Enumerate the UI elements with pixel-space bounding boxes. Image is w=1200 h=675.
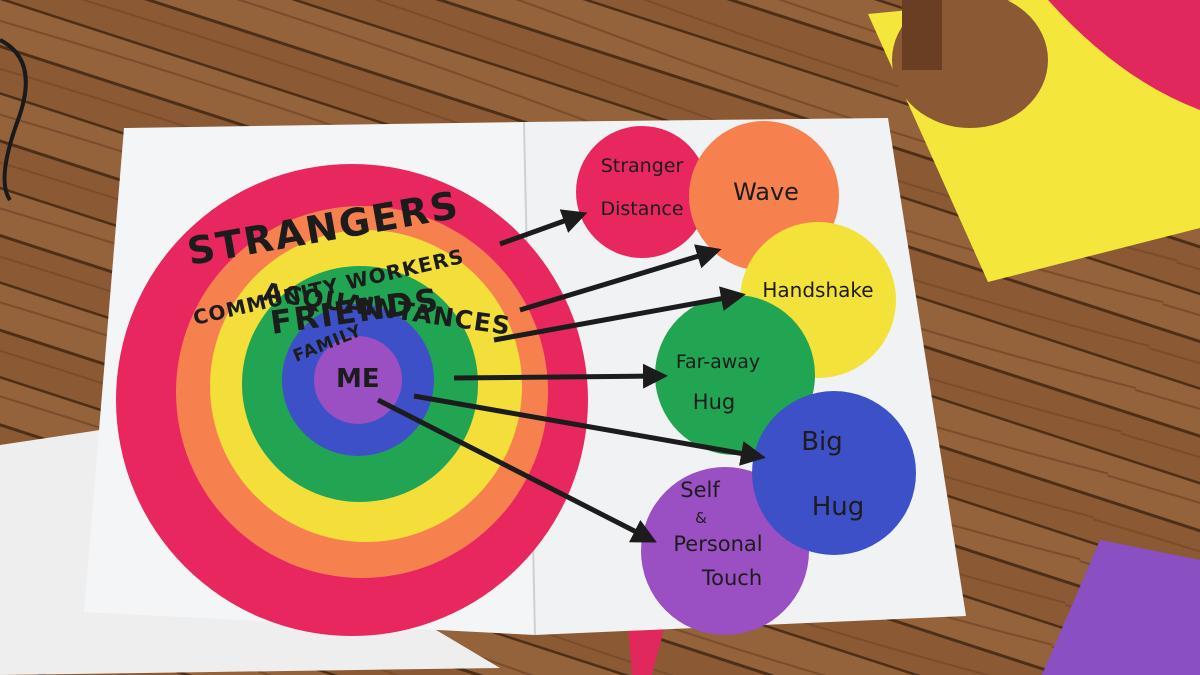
cable bbox=[0, 38, 28, 202]
arrow-friends-to-far-away-hug bbox=[453, 363, 668, 389]
pink-strip bbox=[628, 625, 665, 675]
label-wave: Wave bbox=[733, 178, 799, 206]
label-ampersand: & bbox=[695, 509, 707, 527]
label-big-hug-2: Hug bbox=[812, 492, 865, 522]
label-handshake: Handshake bbox=[762, 278, 873, 302]
arrow-strangers-to-stranger-distance bbox=[499, 209, 588, 247]
chair-leg bbox=[902, 0, 942, 70]
label-far-away-hug-2: Hug bbox=[693, 390, 735, 414]
purple-paper-scrap bbox=[1042, 540, 1200, 675]
label-me: ME bbox=[336, 364, 380, 394]
label-personal: Personal bbox=[673, 532, 762, 556]
pink-paper-scrap bbox=[1048, 0, 1200, 110]
label-self: Self bbox=[680, 478, 720, 502]
label-stranger-distance-2: Distance bbox=[600, 198, 683, 220]
circle-far-away-hug bbox=[655, 295, 815, 455]
label-big-hug-1: Big bbox=[801, 427, 843, 457]
arrow-community-to-wave bbox=[519, 244, 722, 313]
label-far-away-hug-1: Far-away bbox=[676, 351, 760, 373]
circle-stranger-distance bbox=[576, 126, 708, 258]
arrow-acquaintances-to-handshake bbox=[493, 286, 746, 343]
label-stranger-distance-1: Stranger bbox=[601, 155, 684, 177]
circle-big-hug bbox=[752, 391, 916, 555]
arrow-family-to-big-hug bbox=[413, 393, 766, 466]
arrow-me-to-self-touch bbox=[376, 397, 657, 543]
label-touch: Touch bbox=[701, 566, 762, 590]
